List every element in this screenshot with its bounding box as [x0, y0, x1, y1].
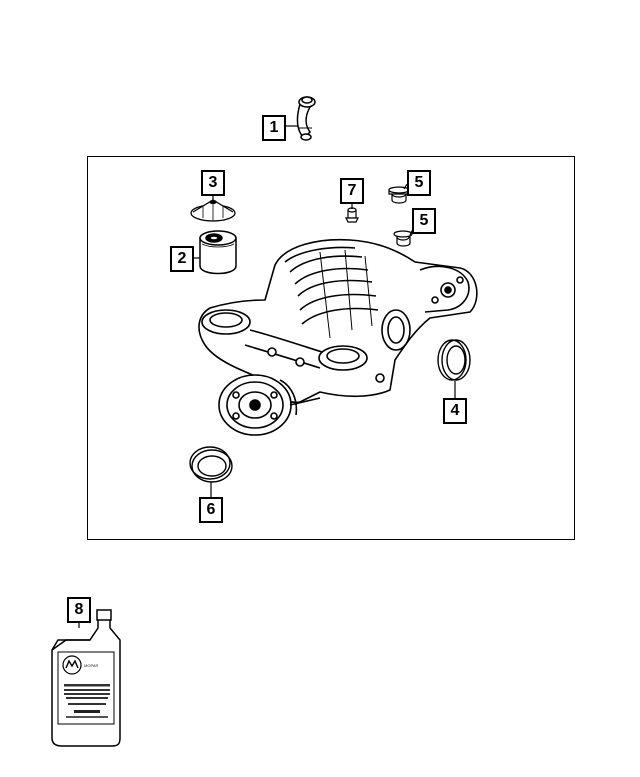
bottle-brand-text: MOPAR: [84, 663, 99, 668]
part-2-bushing: [199, 230, 237, 275]
callout-1: 1: [262, 115, 286, 141]
part-7-fitting: [345, 207, 359, 223]
part-5-plug-upper: [388, 186, 410, 204]
differential-housing: [198, 238, 478, 436]
callout-6: 6: [199, 497, 223, 523]
callout-3: 3: [201, 170, 225, 196]
assembly-frame: [87, 156, 575, 540]
part-5-plug-lower: [393, 230, 413, 247]
part-1-vent-tube: [296, 96, 316, 141]
callout-4: 4: [443, 398, 467, 424]
callout-2: 2: [170, 246, 194, 272]
part-8-oil-bottle: [51, 609, 121, 747]
part-4-seal: [437, 339, 471, 381]
callout-5-lower: 5: [412, 208, 436, 234]
part-6-seal: [189, 446, 233, 483]
callout-7: 7: [340, 178, 364, 204]
part-3-cone-washer: [190, 199, 236, 222]
callout-5-upper: 5: [407, 170, 431, 196]
callout-8: 8: [67, 597, 91, 623]
